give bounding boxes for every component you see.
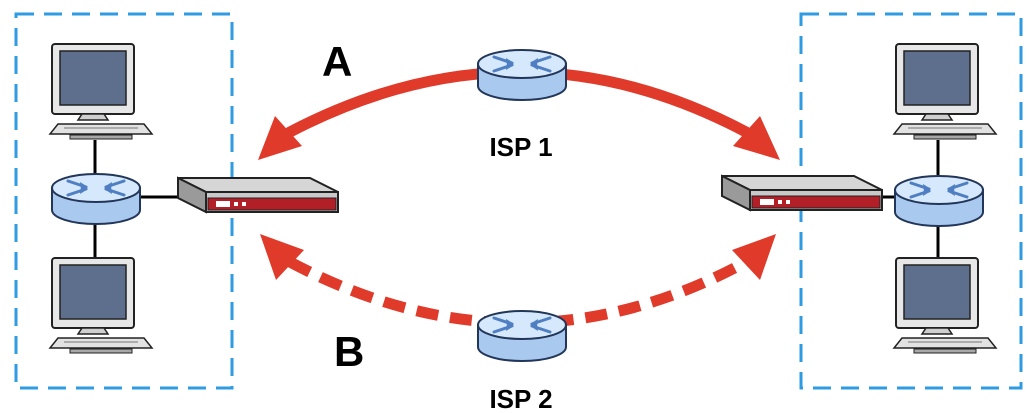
- isp2-label: ISP 2: [489, 384, 552, 413]
- computer-icon: [893, 257, 997, 354]
- router-icon: [476, 309, 568, 363]
- path-a-arrowhead-right: [733, 116, 780, 160]
- path-b-arrowhead-right: [732, 234, 776, 280]
- router-icon: [893, 174, 985, 228]
- firewall-device-icon: [177, 177, 339, 213]
- router-icon: [50, 172, 142, 226]
- computer-icon: [49, 43, 153, 140]
- router-icon: [476, 48, 568, 102]
- path-a-arrowhead-left: [258, 116, 302, 160]
- computer-icon: [893, 43, 997, 140]
- isp1-label: ISP 1: [489, 132, 552, 162]
- firewall-device-icon: [721, 175, 883, 211]
- path-b-label: B: [334, 328, 364, 375]
- right-network-boundary: [799, 12, 1023, 390]
- path-b-arrowhead-left: [260, 234, 304, 280]
- computer-icon: [49, 257, 153, 354]
- path-a-label: A: [322, 38, 352, 85]
